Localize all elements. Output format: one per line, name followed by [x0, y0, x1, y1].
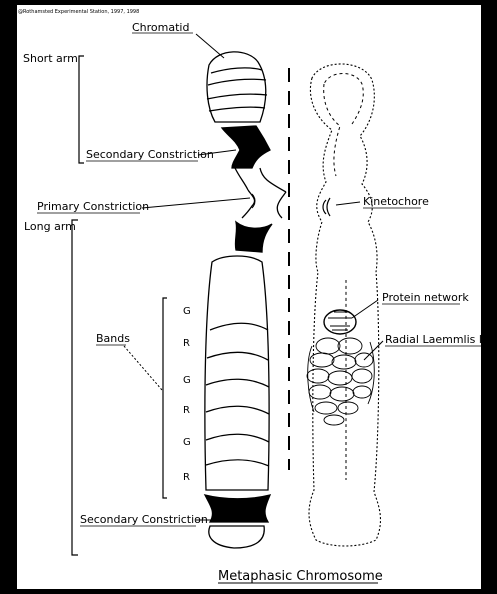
right-chromatid: [307, 64, 380, 546]
band-letter: R: [183, 405, 190, 416]
long-arm-foot: [209, 526, 264, 548]
protein-network-leader: [352, 300, 378, 318]
primary-constriction-mark: [242, 190, 286, 218]
short-arm-label: Short arm: [23, 52, 78, 65]
bands-leader: [124, 346, 162, 390]
band-letter: G: [183, 306, 191, 317]
kinetochore-label: Kinetochore: [363, 195, 429, 208]
brackets: [72, 56, 167, 555]
long-arm-body: [205, 256, 269, 490]
secondary-constriction-bottom-mark: [205, 495, 270, 522]
primary-constriction-leader: [142, 198, 250, 208]
upper-neck: [235, 168, 286, 192]
secondary-constriction-top-label: Secondary Constriction: [86, 148, 214, 161]
lower-constriction-mark: [235, 222, 272, 252]
band-letter: G: [183, 437, 191, 448]
short-arm-bracket: [79, 56, 84, 163]
protein-network-label: Protein network: [382, 291, 469, 304]
right-chromatid-outline: [309, 64, 380, 546]
chromatid-leader: [196, 34, 224, 58]
secondary-constriction-top-mark: [222, 126, 270, 168]
secondary-constriction-bottom-label: Secondary Constriction: [80, 513, 208, 526]
band-letter: R: [183, 338, 190, 349]
long-arm-bracket: [72, 220, 78, 555]
kinetochore-leader: [336, 202, 360, 205]
primary-constriction-label: Primary Constriction: [37, 200, 149, 213]
bands-label: Bands: [96, 332, 130, 345]
left-chromatid: [205, 52, 286, 548]
band-letter: R: [183, 472, 190, 483]
short-arm-head: [207, 52, 266, 122]
band-letter: G: [183, 375, 191, 386]
bands-bracket: [163, 298, 167, 498]
radial-loop-label: Radial Laemmlis loop: [385, 333, 497, 346]
long-arm-label: Long arm: [24, 220, 76, 233]
copyright-text: @Rothamsted Experimental Station, 1997, …: [18, 9, 139, 15]
chromatid-label: Chromatid: [132, 21, 189, 34]
radial-loop-cluster: [307, 310, 374, 425]
diagram-title: Metaphasic Chromosome: [218, 569, 383, 584]
kinetochore-right: [323, 198, 330, 216]
